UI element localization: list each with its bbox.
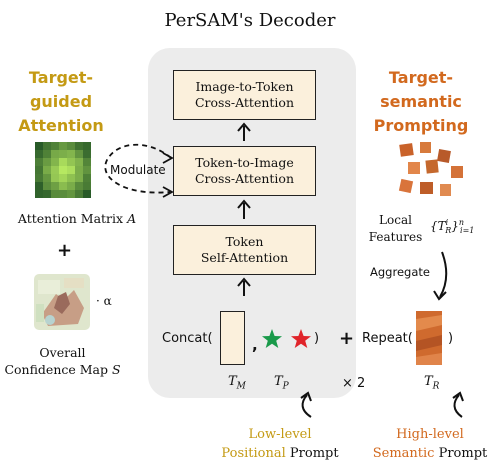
attention-cell	[75, 142, 83, 150]
local-features-formula: {TiR}ni=1	[430, 218, 475, 236]
attention-cell	[75, 150, 83, 158]
attention-cell	[59, 182, 67, 190]
attention-cell	[35, 166, 43, 174]
attention-cell	[83, 150, 91, 158]
attention-cell	[43, 158, 51, 166]
attention-cell	[59, 190, 67, 198]
target-semantic-prompting-heading: Target-semantic Prompting	[373, 68, 469, 135]
attention-cell	[51, 190, 59, 198]
attention-cell	[67, 158, 75, 166]
attention-matrix-caption: Attention Matrix A	[17, 211, 137, 226]
left-plus-sign: +	[57, 240, 73, 261]
arrow-up-icon	[237, 199, 251, 219]
attention-cell	[67, 174, 75, 182]
attention-cell	[35, 190, 43, 198]
attention-cell	[83, 166, 91, 174]
attention-cell	[75, 158, 83, 166]
modulate-label: Modulate	[110, 163, 166, 177]
attention-cell	[83, 158, 91, 166]
token-to-image-cross-attention-block: Token-to-Image Cross-Attention	[173, 146, 316, 196]
tr-label: TR	[424, 374, 440, 392]
confidence-map-caption: Overall Confidence Map S	[4, 345, 121, 377]
positional-star-green-icon	[262, 329, 282, 348]
attention-cell	[43, 182, 51, 190]
attention-cell	[35, 150, 43, 158]
aggregate-label: Aggregate	[370, 265, 430, 279]
target-guided-attention-heading: Target-guided Attention	[18, 68, 104, 135]
local-features-image	[398, 142, 463, 196]
attention-cell	[51, 158, 59, 166]
low-level-positional-prompt: Low-level Positional Prompt	[221, 427, 339, 461]
semantic-prompt-arrow-icon	[452, 391, 464, 418]
attention-matrix-image	[35, 142, 91, 198]
attention-cell	[75, 182, 83, 190]
attention-cell	[43, 174, 51, 182]
attention-cell	[51, 182, 59, 190]
attention-cell	[67, 190, 75, 198]
token-self-attention-block: Token Self-Attention	[173, 225, 316, 275]
attention-cell	[51, 166, 59, 174]
aggregate-arrow-icon	[433, 251, 448, 301]
attention-cell	[35, 182, 43, 190]
attention-cell	[75, 190, 83, 198]
attention-cell	[43, 142, 51, 150]
attention-cell	[59, 158, 67, 166]
repeat-close-paren: )	[448, 331, 454, 346]
attention-cell	[59, 166, 67, 174]
attention-cell	[67, 142, 75, 150]
attention-cell	[75, 166, 83, 174]
confidence-map-image	[34, 274, 90, 330]
arrow-up-icon	[237, 277, 251, 296]
attention-cell	[83, 174, 91, 182]
arrow-up-icon	[237, 122, 251, 141]
attention-cell	[51, 150, 59, 158]
attention-cell	[35, 174, 43, 182]
local-features-caption: Local Features	[368, 213, 423, 244]
attention-cell	[75, 174, 83, 182]
concat-label: Concat(	[162, 331, 213, 346]
image-to-token-cross-attention-block: Image-to-Token Cross-Attention	[173, 70, 316, 120]
attention-cell	[59, 150, 67, 158]
alpha-coefficient: · α	[96, 294, 112, 308]
positional-prompt-arrow-icon	[300, 391, 312, 418]
attention-cell	[67, 166, 75, 174]
attention-cell	[67, 150, 75, 158]
positional-star-red-icon	[291, 329, 311, 348]
concat-comma: ,	[252, 336, 258, 354]
mask-token-box	[220, 311, 245, 365]
tm-label: TM	[228, 374, 246, 392]
attention-cell	[83, 142, 91, 150]
attention-cell	[51, 142, 59, 150]
repeat-times-label: × 2	[342, 376, 366, 391]
high-level-semantic-prompt: High-level Semantic Prompt	[372, 427, 488, 461]
attention-cell	[35, 158, 43, 166]
bottom-plus-sign: +	[339, 328, 355, 349]
diagram-title: PerSAM's Decoder	[164, 10, 336, 31]
attention-cell	[59, 142, 67, 150]
attention-cell	[59, 174, 67, 182]
attention-cell	[83, 182, 91, 190]
attention-cell	[43, 150, 51, 158]
modulate-arrow-icon	[104, 143, 174, 198]
concat-close-paren: )	[314, 331, 320, 346]
repeat-label: Repeat(	[362, 331, 413, 346]
attention-cell	[43, 190, 51, 198]
target-semantic-token-image	[416, 311, 442, 365]
tp-label: TP	[274, 374, 289, 392]
attention-cell	[35, 142, 43, 150]
attention-cell	[83, 190, 91, 198]
attention-cell	[67, 182, 75, 190]
attention-cell	[43, 166, 51, 174]
attention-cell	[51, 174, 59, 182]
